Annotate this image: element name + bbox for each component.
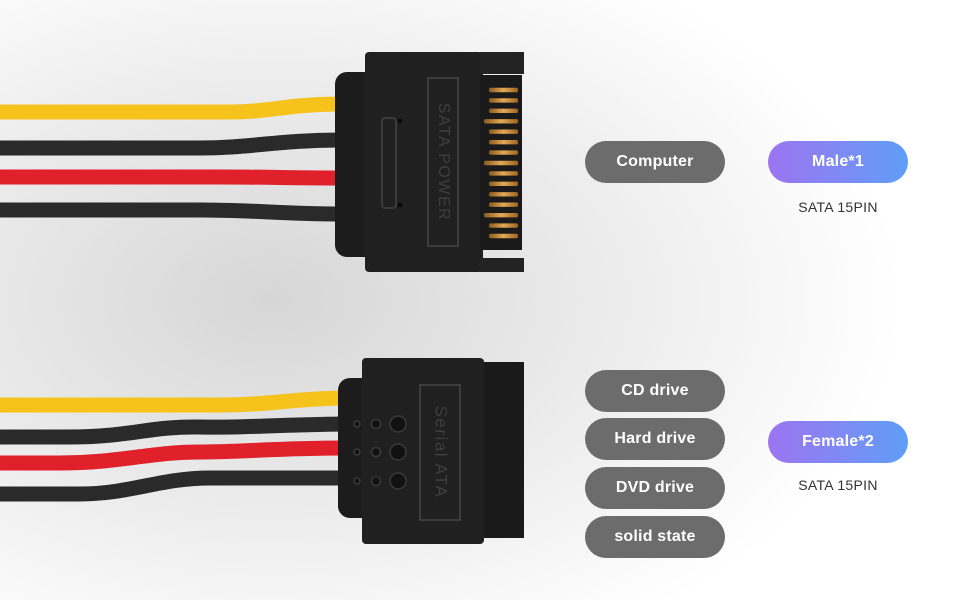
male-count-badge: Male*1: [768, 141, 908, 183]
female-count-badge: Female*2: [768, 421, 908, 463]
device-pill-computer: Computer: [585, 141, 725, 183]
wire-black: [0, 202, 341, 222]
device-pill-dvd-drive: DVD drive: [585, 467, 725, 509]
female-connector: Serial ATA: [338, 358, 524, 544]
male-spec-label: SATA 15PIN: [798, 199, 878, 215]
device-pill-solid-state: solid state: [585, 516, 725, 558]
contact-pin: [489, 139, 518, 145]
contact-pin: [489, 233, 518, 239]
device-pill-hard-drive: Hard drive: [585, 418, 725, 460]
contact-pin: [489, 171, 518, 176]
male-cable-wires: [0, 96, 341, 222]
wire-black: [0, 132, 341, 156]
contact-pin: [484, 160, 518, 166]
contact-pin: [489, 181, 518, 187]
wire-yellow: [0, 96, 341, 120]
female-cable-wires: [0, 390, 346, 502]
male-connector: SATA POWER: [335, 52, 524, 272]
contact-pin: [489, 108, 518, 114]
wire-red: [0, 440, 346, 471]
contact-pin: [484, 119, 518, 124]
contact-pin: [489, 150, 518, 155]
female-spec-label: SATA 15PIN: [798, 477, 878, 493]
contact-pin: [489, 129, 518, 134]
female-connector-holes: [353, 415, 407, 490]
contact-pin: [489, 202, 518, 207]
male-connector-pins: [484, 87, 518, 239]
wire-black: [0, 470, 345, 502]
contact-pin: [489, 192, 518, 197]
contact-pin: [484, 212, 518, 218]
wire-yellow: [0, 390, 346, 413]
contact-pin: [489, 223, 518, 228]
wire-black: [0, 416, 346, 445]
contact-pin: [489, 87, 518, 93]
contact-pin: [489, 98, 518, 103]
male-connector-label: SATA POWER: [435, 103, 452, 221]
device-pill-cd-drive: CD drive: [585, 370, 725, 412]
wire-red: [0, 169, 341, 186]
female-connector-label: Serial ATA: [432, 406, 451, 499]
